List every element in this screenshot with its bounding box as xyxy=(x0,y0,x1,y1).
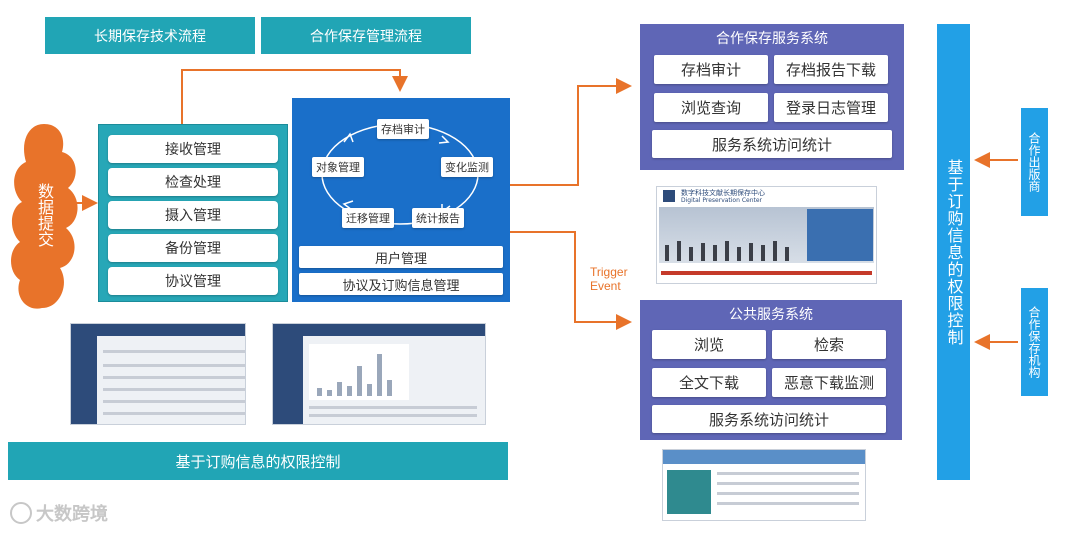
cycle-node-monitor: 变化监测 xyxy=(441,157,493,177)
arrow-mgmt-to-cycle xyxy=(181,69,408,124)
coop-service-title: 合作保存服务系统 xyxy=(716,31,828,47)
mgmt-item-check: 检查处理 xyxy=(108,168,278,196)
bottom-permission-bar: 基于订购信息的权限控制 xyxy=(8,442,508,480)
public-item-malicious-monitor: 恶意下载监测 xyxy=(772,368,886,397)
coop-institution: 合作保存机构 xyxy=(1021,288,1048,396)
mgmt-item-ingest: 摄入管理 xyxy=(108,201,278,229)
tab-long-term-process: 长期保存技术流程 xyxy=(45,17,255,54)
cycle-node-audit: 存档审计 xyxy=(377,119,429,139)
watermark: 大数跨境 xyxy=(10,500,108,526)
coop-item-login-log: 登录日志管理 xyxy=(774,93,888,122)
cycle-node-object: 对象管理 xyxy=(312,157,364,177)
coop-publisher: 合作出版商 xyxy=(1021,108,1048,216)
agreement-order-management: 协议及订购信息管理 xyxy=(299,273,503,295)
portal-title: 数字科技文献长期保存中心 xyxy=(681,189,765,197)
portal-subtitle: Digital Preservation Center xyxy=(681,197,763,204)
coop-item-browse-query: 浏览查询 xyxy=(654,93,768,122)
screenshot-thumbnail-stats xyxy=(272,323,486,425)
trigger-line-2: Event xyxy=(590,279,621,293)
watermark-logo-icon xyxy=(10,502,32,524)
mgmt-item-receive: 接收管理 xyxy=(108,135,278,163)
arrow-to-coop-service xyxy=(510,78,632,186)
tab-coop-process: 合作保存管理流程 xyxy=(261,17,471,54)
user-management: 用户管理 xyxy=(299,246,503,268)
arrow-to-public-service xyxy=(510,231,632,330)
public-item-access-stats: 服务系统访问统计 xyxy=(652,405,886,433)
screenshot-thumbnail-mgmt xyxy=(70,323,246,425)
data-submission-cloud xyxy=(11,124,78,309)
public-item-fulltext-download: 全文下载 xyxy=(652,368,766,397)
right-permission-bar: 基于订购信息的权限控制 xyxy=(937,24,970,480)
trigger-event-label: Trigger Event xyxy=(590,265,628,293)
coop-item-audit: 存档审计 xyxy=(654,55,768,84)
data-submission-label: 数据提交 xyxy=(35,183,54,247)
public-item-browse: 浏览 xyxy=(652,330,766,359)
portal-logo-icon xyxy=(663,190,675,202)
cycle-node-report: 统计报告 xyxy=(412,208,464,228)
trigger-line-1: Trigger xyxy=(590,265,628,279)
screenshot-thumbnail-portal: 数字科技文献长期保存中心 Digital Preservation Center xyxy=(656,186,877,284)
mgmt-item-agreement: 协议管理 xyxy=(108,267,278,295)
public-service-title: 公共服务系统 xyxy=(729,307,813,323)
coop-item-access-stats: 服务系统访问统计 xyxy=(652,130,892,158)
coop-item-report-download: 存档报告下载 xyxy=(774,55,888,84)
mgmt-item-backup: 备份管理 xyxy=(108,234,278,262)
watermark-text: 大数跨境 xyxy=(36,504,108,525)
screenshot-thumbnail-public xyxy=(662,449,866,521)
public-item-search: 检索 xyxy=(772,330,886,359)
cycle-node-migrate: 迁移管理 xyxy=(342,208,394,228)
